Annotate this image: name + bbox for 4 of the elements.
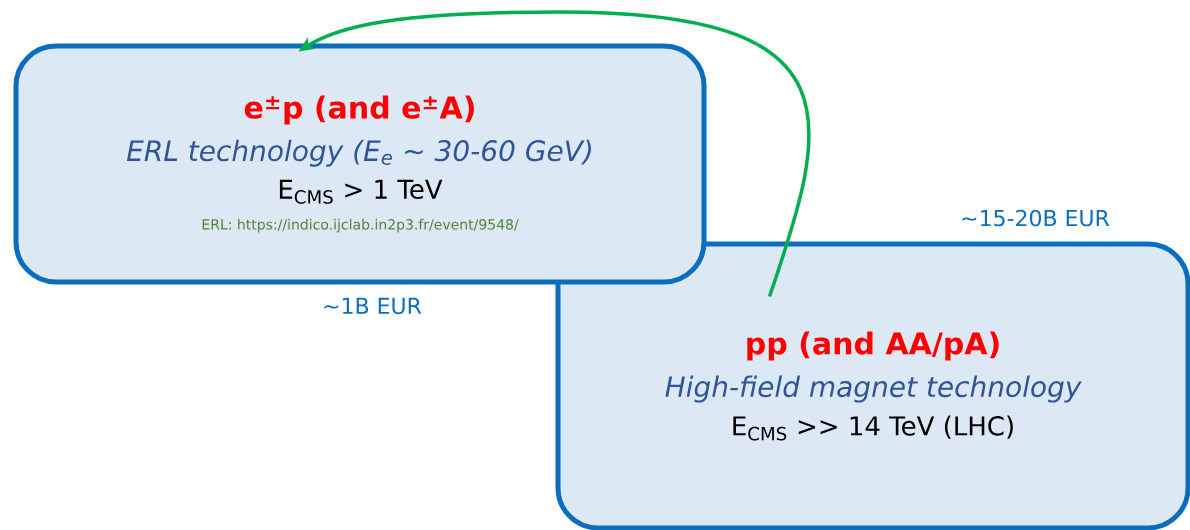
rounded-box: pp (and AA/pA) High-field magnet technology E$_{CMS}$ >> 14 TeV (LHC) bbox=[555, 241, 1190, 530]
rounded-box: e$^{±}$p (and e$^{±}$A) ERL technology (E$_{e}$ ∼ 30-60 GeV) E$_{CMS}$ > 1 TeV ERL: https://indico.ijclab.in2p3.fr/event/9548/ bbox=[13, 43, 707, 285]
cost-label: ∼1B EUR bbox=[324, 297, 422, 315]
cost-label: ∼15-20B EUR bbox=[962, 209, 1110, 227]
